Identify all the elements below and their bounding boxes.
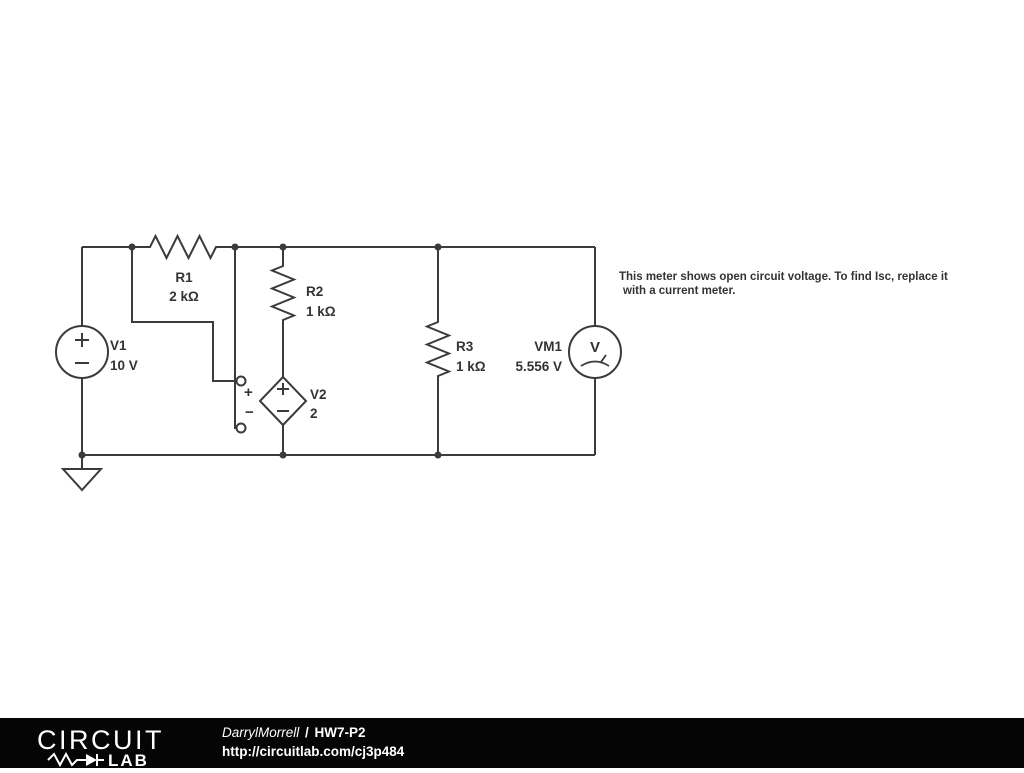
voltmeter-needle-icon: [580, 354, 610, 367]
r1-resistor[interactable]: R1 2 kΩ: [132, 233, 235, 304]
v1-polarity-signs: [75, 333, 89, 364]
r2-value-label: 1 kΩ: [306, 304, 336, 319]
circuit-url-link[interactable]: http://circuitlab.com/cj3p484: [222, 744, 405, 759]
resistor-icon: [424, 247, 452, 455]
sense-wire-plus: [131, 247, 237, 382]
sense-wire-minus: [234, 247, 237, 429]
footer-meta: DarrylMorrell / HW7-P2 http://circuitlab…: [222, 723, 404, 761]
v1-voltage-source[interactable]: V1 10 V: [55, 325, 138, 379]
project-title-link[interactable]: HW7-P2: [314, 725, 366, 740]
wires: [81, 246, 596, 456]
vm1-voltmeter[interactable]: V VM1 5.556 V: [515, 325, 622, 379]
r1-name-label: R1: [175, 270, 193, 285]
v2-name-label: V2: [310, 387, 327, 402]
v2-value-label: 2: [310, 406, 318, 421]
junction-dot: [279, 451, 287, 459]
ground-symbol[interactable]: [60, 455, 104, 492]
logo-lab-text: LAB: [108, 751, 149, 768]
project-line: DarrylMorrell / HW7-P2: [222, 723, 404, 742]
junction-dots: [78, 243, 442, 459]
vm1-value-label: 5.556 V: [515, 359, 562, 374]
r2-name-label: R2: [306, 284, 323, 299]
junction-dot: [231, 243, 239, 251]
resistor-icon: [269, 247, 297, 377]
separator: /: [305, 725, 309, 740]
junction-dot: [279, 243, 287, 251]
r3-resistor[interactable]: R3 1 kΩ: [424, 247, 486, 455]
junction-dot: [434, 243, 442, 251]
footer-bar: CIRCUIT LAB DarrylMorrell / HW7-P2 http:…: [0, 718, 1024, 770]
circuitlab-logo[interactable]: CIRCUIT LAB: [0, 718, 210, 770]
junction-dot: [434, 451, 442, 459]
ground-icon: [60, 468, 104, 492]
url-line: http://circuitlab.com/cj3p484: [222, 742, 404, 761]
logo-circuit-text: CIRCUIT: [37, 725, 164, 755]
annotation-line2: with a current meter.: [622, 285, 735, 297]
sense-minus-label: −: [245, 404, 254, 421]
junction-dot: [128, 243, 136, 251]
v2-dependent-source[interactable]: + − V2 2: [235, 375, 327, 456]
sense-minus-terminal-icon: [235, 422, 247, 434]
r1-value-label: 2 kΩ: [169, 289, 199, 304]
r3-name-label: R3: [456, 339, 474, 354]
vm1-name-label: VM1: [534, 339, 562, 354]
circuitlab-workspace: V1 10 V R1 2 kΩ R2 1 kΩ + − V2 2: [55, 233, 949, 492]
v1-name-label: V1: [110, 338, 127, 353]
junction-dot: [78, 451, 86, 459]
circuit-schematic: V1 10 V R1 2 kΩ R2 1 kΩ + − V2 2: [55, 233, 948, 492]
resistor-icon: [132, 233, 235, 261]
logo-diode-icon: [86, 754, 97, 766]
annotation-note: This meter shows open circuit voltage. T…: [619, 271, 948, 297]
voltmeter-letter: V: [590, 339, 600, 356]
r2-resistor[interactable]: R2 1 kΩ: [269, 247, 336, 377]
sense-plus-terminal-icon: [235, 375, 247, 387]
voltage-source-icon: [55, 325, 109, 379]
v2-polarity-signs: [277, 383, 289, 412]
sense-plus-label: +: [244, 384, 253, 401]
v1-value-label: 10 V: [110, 358, 138, 373]
r3-value-label: 1 kΩ: [456, 359, 486, 374]
sense-port[interactable]: + −: [235, 375, 255, 434]
author-link[interactable]: DarrylMorrell: [222, 725, 300, 740]
annotation-line1: This meter shows open circuit voltage. T…: [619, 271, 948, 283]
